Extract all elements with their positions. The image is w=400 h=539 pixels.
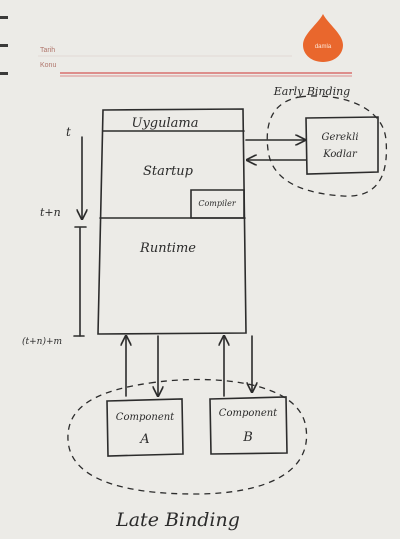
application-box — [97, 108, 247, 335]
early-binding-outline — [266, 95, 388, 197]
required-codes-line2: Kodlar — [322, 149, 358, 160]
early-binding-group: Early Binding Gerekli Kodlar — [245, 85, 388, 197]
component-b-line2: B — [242, 430, 253, 445]
compiler-box — [190, 189, 245, 219]
late-binding-arrows — [126, 336, 252, 396]
startup-label: Startup — [143, 164, 194, 179]
t-label: t — [66, 125, 71, 139]
late-binding-group: Component A Component B Late Binding — [67, 378, 308, 531]
component-a-box — [106, 398, 184, 457]
compiler-label: Compiler — [198, 199, 236, 208]
late-binding-label: Late Binding — [115, 509, 240, 531]
damla-logo: damla — [303, 14, 343, 62]
early-binding-label: Early Binding — [273, 85, 350, 98]
logo-text: damla — [315, 44, 332, 50]
required-codes-line1: Gerekli — [321, 132, 358, 143]
component-a-line1: Component — [116, 412, 175, 423]
tnm-label: (t+n)+m — [22, 336, 62, 347]
tn-label: t+n — [40, 206, 61, 219]
spiral-binding — [0, 16, 8, 75]
required-codes-box — [305, 116, 379, 175]
component-a-line2: A — [139, 432, 149, 447]
component-b-line1: Component — [219, 408, 278, 419]
component-b-box — [209, 396, 288, 455]
timeline: t t+n (t+n)+m — [22, 125, 86, 347]
late-binding-outline — [67, 378, 308, 495]
tarih-label: Tarih — [40, 47, 55, 54]
application-block: Uygulama Startup Runtime Compiler — [97, 108, 247, 335]
app-title: Uygulama — [132, 116, 199, 131]
konu-label: Konu — [40, 62, 56, 69]
runtime-label: Runtime — [139, 241, 196, 256]
